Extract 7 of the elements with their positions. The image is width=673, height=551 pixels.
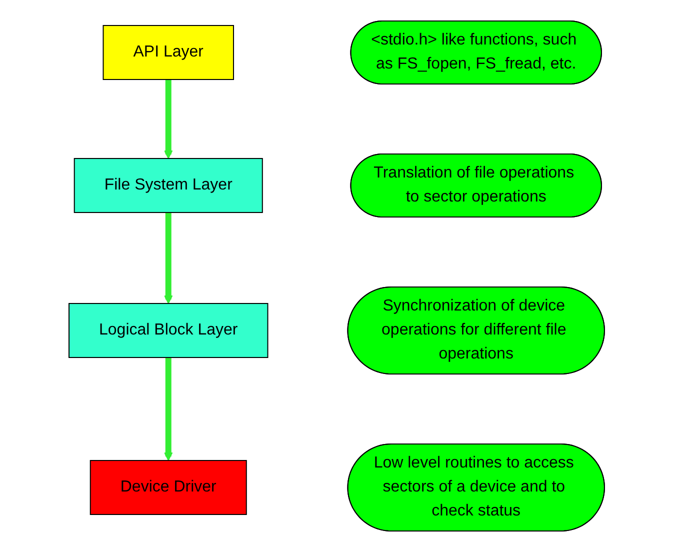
arrow bbox=[164, 212, 173, 304]
arrow bbox=[164, 357, 173, 460]
node-box: File System Layer bbox=[74, 158, 263, 212]
node-box: Device Driver bbox=[90, 459, 247, 514]
node-box: API Layer bbox=[102, 24, 234, 80]
node-box: Logical Block Layer bbox=[68, 302, 268, 358]
arrow bbox=[164, 79, 173, 158]
